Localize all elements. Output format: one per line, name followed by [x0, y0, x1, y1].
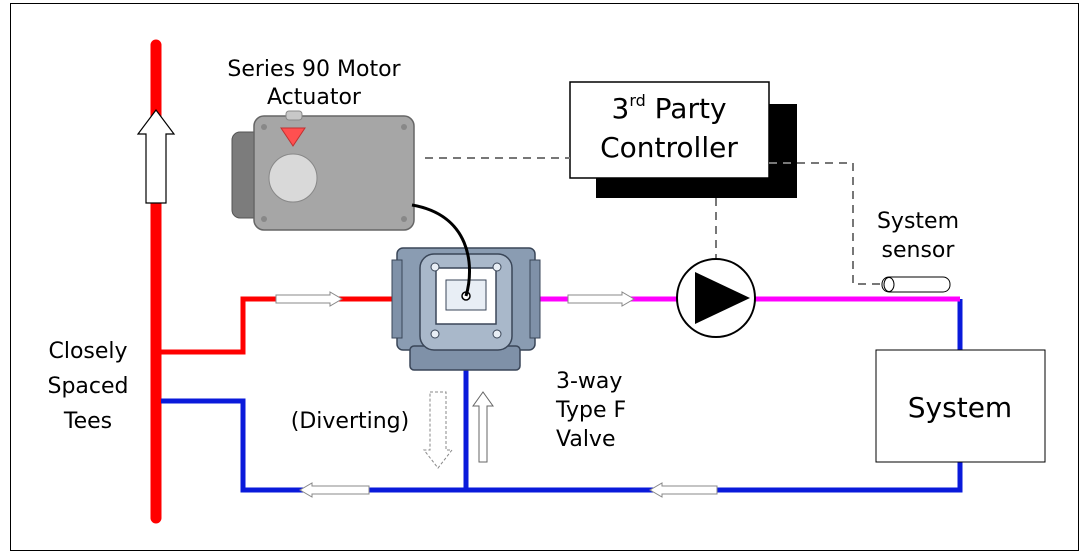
- pump-symbol-icon: [676, 258, 756, 338]
- mixed-flow-arrow-icon: [567, 291, 635, 307]
- valve-label-line2: Type F: [555, 398, 626, 423]
- system-box[interactable]: [875, 349, 1046, 463]
- motor-actuator-icon: [231, 110, 415, 231]
- primary-flow-arrow-icon: [136, 109, 176, 204]
- return-flow-arrow-left-icon: [299, 482, 370, 498]
- tees-label-line2: Spaced: [47, 374, 128, 399]
- controller-label-line2: Controller: [600, 131, 738, 164]
- actuator-cable: [411, 203, 472, 297]
- controller-box[interactable]: [569, 81, 770, 179]
- three-way-valve-icon: [391, 247, 541, 371]
- actuator-indicator-icon: [280, 127, 306, 147]
- valve-label-line3: Valve: [556, 427, 616, 452]
- controller-label-line1: 3rd Party: [611, 91, 726, 125]
- controller-label-rest: Party: [646, 92, 727, 125]
- system-label: System: [908, 391, 1012, 424]
- bypass-flow-arrow-icon: [472, 391, 494, 463]
- return-pipe: [161, 398, 963, 493]
- tees-label-line3: Tees: [63, 409, 112, 434]
- sensor-label-line1: System: [877, 209, 959, 234]
- supply-flow-arrow-icon: [275, 291, 343, 307]
- actuator-label-line2: Actuator: [267, 85, 362, 110]
- sensor-label-line2: sensor: [882, 238, 956, 263]
- diverting-label: (Diverting): [291, 409, 409, 434]
- tees-label-line1: Closely: [48, 339, 127, 364]
- control-line-sensor: [769, 162, 880, 285]
- controller-label-sup: rd: [629, 91, 645, 110]
- return-flow-arrow-right-icon: [649, 482, 718, 498]
- valve-label-line1: 3-way: [556, 369, 622, 394]
- controller-label-base: 3: [611, 92, 629, 125]
- temperature-sensor-icon: [881, 276, 951, 293]
- diverting-flow-arrow-icon: [422, 391, 454, 469]
- actuator-label-line1: Series 90 Motor: [227, 57, 401, 82]
